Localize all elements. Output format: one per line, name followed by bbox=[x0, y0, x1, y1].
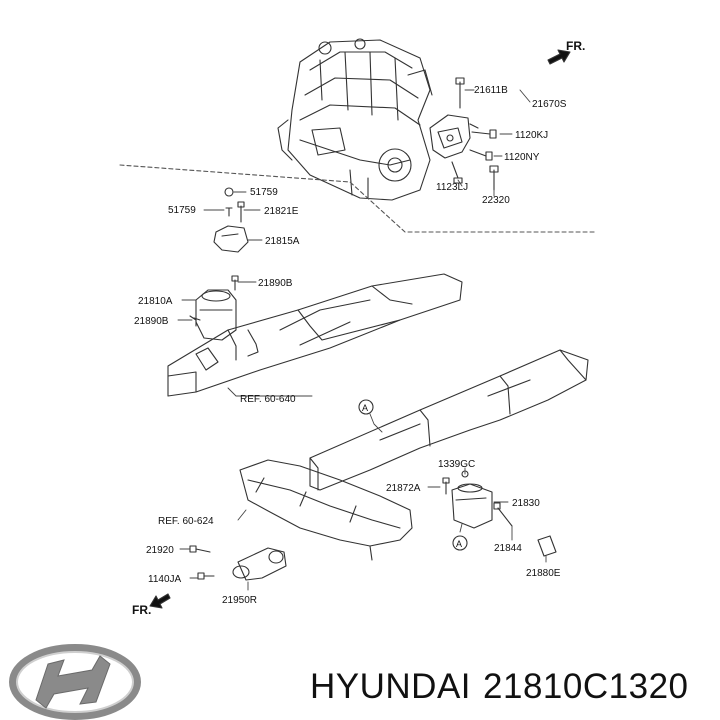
bolt-22320 bbox=[489, 165, 499, 191]
leader-lines bbox=[177, 89, 547, 591]
marker-a-circle bbox=[358, 399, 374, 415]
callout-21890B-bottom: 21890B bbox=[134, 316, 169, 327]
front-subframe bbox=[167, 273, 463, 397]
bolt-1123LJ bbox=[451, 161, 463, 184]
callout-1339GC: 1339GC bbox=[438, 459, 475, 470]
callout-21880E: 21880E bbox=[526, 568, 561, 579]
marker-a-bottom: A bbox=[456, 539, 462, 549]
engine-block bbox=[277, 38, 433, 201]
callout-21844: 21844 bbox=[494, 543, 522, 554]
callout-1120NY: 1120NY bbox=[504, 152, 540, 163]
roll-rod-21950R bbox=[189, 545, 287, 581]
callout-51759-left: 51759 bbox=[168, 205, 196, 216]
marker-a-top: A bbox=[362, 403, 368, 413]
callout-1140JA: 1140JA bbox=[148, 574, 182, 585]
callout-21872A: 21872A bbox=[386, 483, 421, 494]
engine-mount-21830 bbox=[442, 470, 557, 557]
callout-21611B: 21611B bbox=[474, 85, 508, 96]
direction-label-top: FR. bbox=[566, 39, 585, 53]
arrow-icon bbox=[149, 593, 171, 609]
callout-22320: 22320 bbox=[482, 195, 510, 206]
callout-21810A: 21810A bbox=[138, 296, 173, 307]
callout-1120KJ: 1120KJ bbox=[515, 130, 548, 141]
callout-21950R: 21950R bbox=[222, 595, 257, 606]
brand-name: HYUNDAI bbox=[310, 667, 472, 706]
direction-label-bottom: FR. bbox=[132, 603, 151, 617]
side-rail bbox=[309, 349, 589, 491]
callout-1123LJ: 1123LJ bbox=[436, 182, 468, 193]
callout-ref-60-640: REF. 60-640 bbox=[240, 394, 296, 405]
callout-21890B-top: 21890B bbox=[258, 278, 293, 289]
part-caption: HYUNDAI 21810C1320 bbox=[310, 662, 710, 712]
part-number: 21810C1320 bbox=[483, 667, 689, 706]
callout-21815A: 21815A bbox=[265, 236, 300, 247]
callout-21821E: 21821E bbox=[264, 206, 299, 217]
bolt-21611B bbox=[455, 77, 465, 109]
marker-a-circle bbox=[452, 535, 468, 551]
lower-subframe bbox=[239, 459, 413, 561]
callout-21830: 21830 bbox=[512, 498, 540, 509]
engine-bracket-21670S bbox=[429, 114, 479, 159]
callout-51759-top: 51759 bbox=[250, 187, 278, 198]
arrow-icon bbox=[547, 49, 571, 65]
bolt-1120KJ bbox=[471, 129, 497, 139]
dashed-separator bbox=[119, 164, 596, 233]
callout-21670S: 21670S bbox=[532, 99, 567, 110]
callout-21920: 21920 bbox=[146, 545, 174, 556]
hyundai-logo bbox=[9, 644, 141, 720]
bolt-1120NY bbox=[469, 149, 493, 161]
callout-ref-60-624: REF. 60-624 bbox=[158, 516, 214, 527]
engine-mount-21810A bbox=[189, 187, 249, 341]
